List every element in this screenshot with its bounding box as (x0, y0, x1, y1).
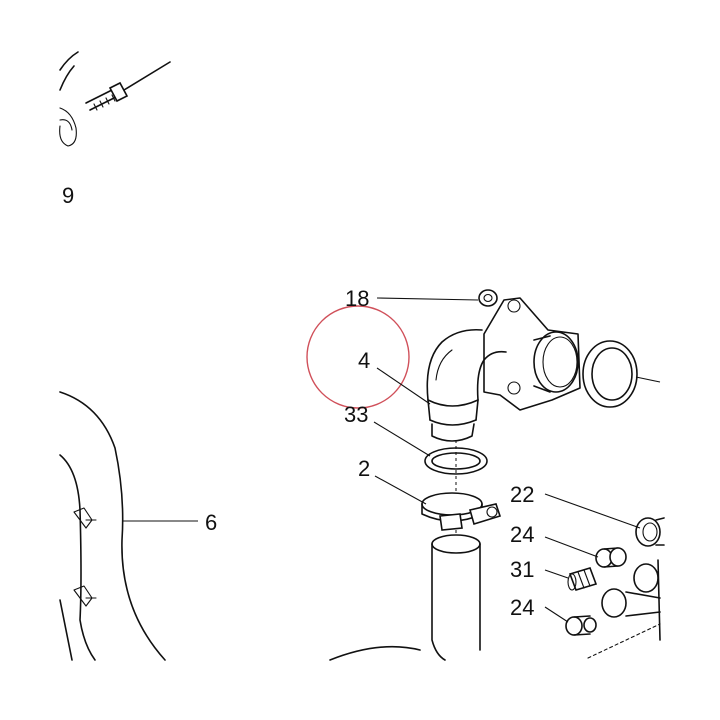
label-part-2: 2 (358, 456, 370, 481)
label-part-22: 22 (510, 482, 534, 507)
label-part-6: 6 (205, 510, 217, 535)
leader-lines (122, 297, 641, 623)
part-31-drawing (567, 567, 598, 591)
label-part-24-upper: 24 (510, 522, 534, 547)
bolt-9 (85, 61, 171, 111)
part-22-drawing (635, 517, 665, 547)
thermostat-housing (483, 297, 581, 411)
part-18-drawing (478, 289, 498, 307)
part-24b-drawing (565, 615, 597, 636)
label-part-18: 18 (345, 286, 369, 311)
part-9-drawing (59, 51, 171, 147)
lower-hose (329, 534, 481, 661)
label-part-9: 9 (62, 183, 74, 208)
label-part-24-lower: 24 (510, 595, 534, 620)
label-part-31: 31 (510, 557, 534, 582)
part-2-clamp (421, 492, 502, 531)
part-6-drawing (59, 391, 166, 661)
label-part-4: 4 (358, 348, 370, 373)
right-assembly-edge (587, 559, 661, 659)
highlight-circle (306, 305, 410, 409)
part-4-elbow (426, 328, 507, 442)
part-24a-drawing (595, 547, 627, 568)
label-part-33: 33 (344, 402, 368, 427)
outlet-gasket (582, 340, 661, 408)
